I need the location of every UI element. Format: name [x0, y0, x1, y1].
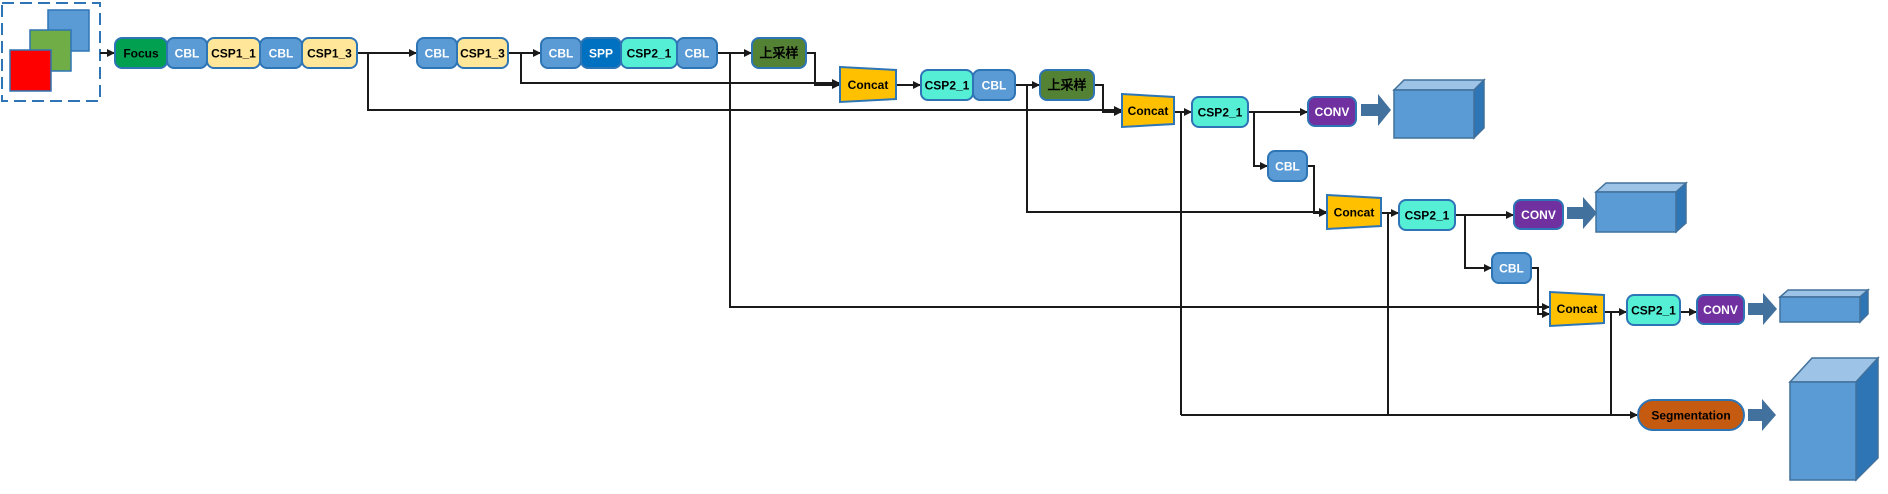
csp2-1-block-5: CSP2_1: [1626, 294, 1681, 326]
svg-text:上采样: 上采样: [759, 46, 798, 61]
csp1-1-block: CSP1_1: [206, 37, 261, 69]
output-cube-4: [1788, 356, 1880, 482]
svg-text:Concat: Concat: [848, 78, 889, 92]
svg-text:CBL: CBL: [425, 47, 450, 61]
cbl-block-5: CBL: [676, 37, 718, 69]
output-arrow-icon-1: [1361, 94, 1391, 126]
segmentation-block: Segmentation: [1637, 399, 1745, 431]
svg-text:Concat: Concat: [1557, 302, 1598, 316]
svg-text:CBL: CBL: [175, 47, 200, 61]
conv-block-1: CONV: [1307, 96, 1357, 127]
concat-block-4: Concat: [1549, 290, 1605, 328]
upsample-block-2: 上采样: [1039, 69, 1095, 101]
connectors: [100, 49, 1697, 419]
conv-block-3: CONV: [1696, 294, 1745, 325]
svg-text:CSP1_3: CSP1_3: [460, 47, 505, 61]
csp2-1-block-1: CSP2_1: [620, 37, 678, 69]
svg-text:CBL: CBL: [1499, 262, 1524, 276]
concat-block-3: Concat: [1326, 193, 1382, 231]
svg-text:CBL: CBL: [269, 47, 294, 61]
svg-text:CSP2_1: CSP2_1: [627, 47, 672, 61]
cbl-block-7: CBL: [1267, 150, 1308, 182]
csp1-3-block-2: CSP1_3: [456, 37, 509, 69]
svg-text:SPP: SPP: [589, 47, 613, 61]
svg-text:CBL: CBL: [1275, 160, 1300, 174]
svg-text:Concat: Concat: [1128, 104, 1169, 118]
output-arrow-icon-3: [1748, 293, 1777, 325]
cbl-block-2: CBL: [259, 37, 303, 69]
csp1-3-block-1: CSP1_3: [301, 37, 358, 69]
svg-text:CBL: CBL: [685, 47, 710, 61]
cbl-block-8: CBL: [1491, 252, 1532, 284]
output-arrows: [1361, 94, 1777, 431]
svg-text:CSP2_1: CSP2_1: [1631, 304, 1676, 318]
input-image-icon: [1, 2, 101, 102]
svg-text:CONV: CONV: [1703, 303, 1738, 317]
svg-text:CSP1_1: CSP1_1: [211, 47, 256, 61]
cbl-block-1: CBL: [166, 37, 208, 69]
svg-text:CSP2_1: CSP2_1: [1198, 106, 1243, 120]
focus-block: Focus: [114, 37, 168, 69]
conv-block-2: CONV: [1513, 199, 1564, 230]
svg-text:CONV: CONV: [1521, 208, 1556, 222]
csp2-1-block-2: CSP2_1: [920, 69, 974, 101]
cbl-block-6: CBL: [972, 69, 1016, 101]
svg-text:CBL: CBL: [982, 79, 1007, 93]
svg-text:Concat: Concat: [1334, 206, 1375, 220]
cbl-block-3: CBL: [416, 37, 458, 69]
svg-text:上采样: 上采样: [1047, 78, 1086, 93]
concat-block-2: Concat: [1121, 92, 1175, 129]
csp2-1-block-4: CSP2_1: [1398, 199, 1456, 231]
svg-text:Focus: Focus: [123, 47, 159, 61]
spp-block: SPP: [580, 37, 622, 69]
concat-block-1: Concat: [839, 65, 897, 104]
output-arrow-icon-2: [1567, 197, 1597, 229]
csp2-1-block-3: CSP2_1: [1191, 96, 1249, 128]
svg-text:CSP1_3: CSP1_3: [307, 47, 352, 61]
output-cube-3: [1778, 288, 1870, 324]
svg-text:Segmentation: Segmentation: [1651, 409, 1730, 423]
svg-text:CONV: CONV: [1315, 105, 1350, 119]
cbl-block-4: CBL: [540, 37, 582, 69]
output-arrow-icon-4: [1748, 399, 1776, 431]
output-cube-1: [1392, 78, 1486, 140]
output-cube-2: [1594, 181, 1688, 234]
svg-text:CBL: CBL: [549, 47, 574, 61]
svg-text:CSP2_1: CSP2_1: [1405, 209, 1450, 223]
svg-text:CSP2_1: CSP2_1: [925, 79, 970, 93]
upsample-block-1: 上采样: [751, 37, 807, 69]
